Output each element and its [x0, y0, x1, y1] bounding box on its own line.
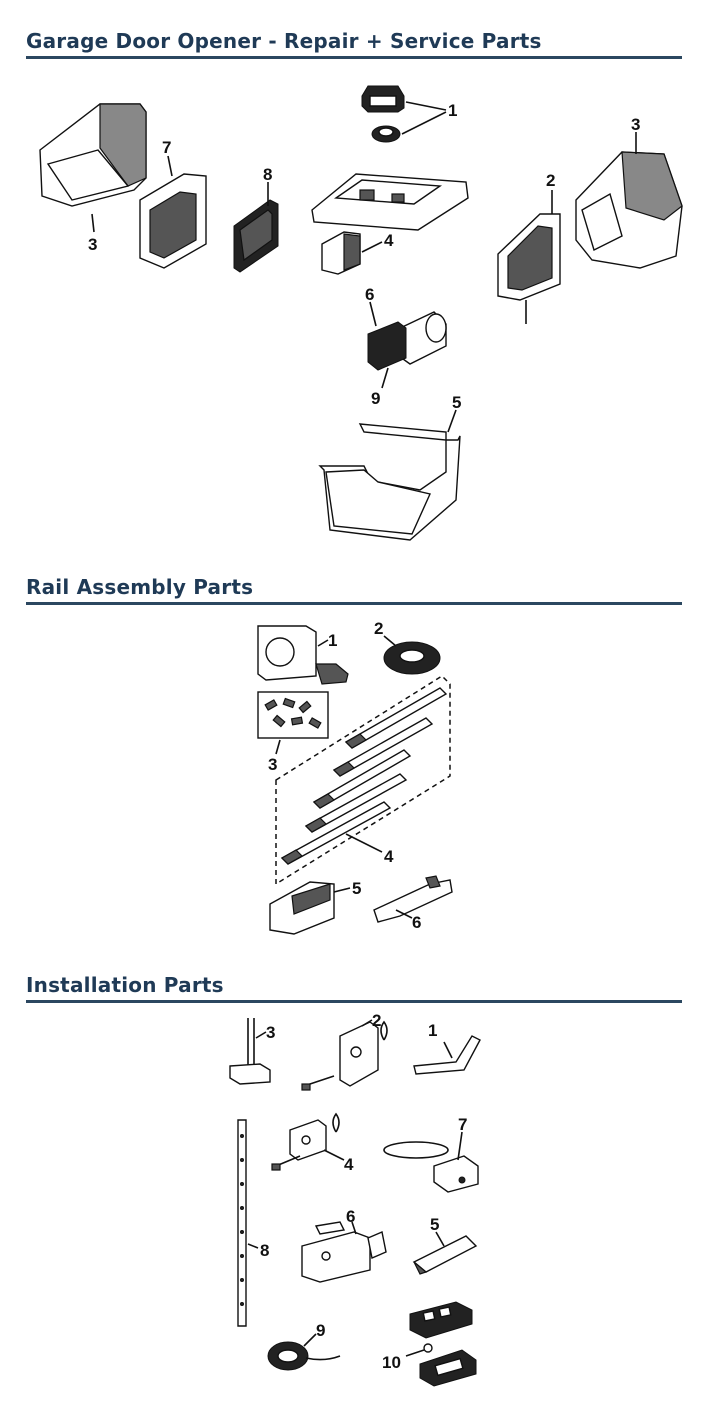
part-emergency-release[interactable] — [229, 1018, 271, 1085]
part-mounting-tray[interactable] — [318, 423, 461, 541]
callout-label: 5 — [430, 1215, 439, 1234]
callout-label: 3 — [631, 115, 640, 134]
callout-label: 3 — [88, 235, 97, 254]
part-hardware-kit[interactable] — [257, 691, 329, 739]
callout-label: 5 — [352, 879, 361, 898]
callout-label: 6 — [365, 285, 374, 304]
part-curved-door-arm[interactable] — [413, 1035, 481, 1075]
callout-label: 2 — [546, 171, 555, 190]
callout-label: 8 — [260, 1241, 269, 1260]
part-safety-sensor[interactable] — [383, 1141, 479, 1193]
part-chassis-plate[interactable] — [311, 173, 469, 231]
rail-parts-diagram: 1 2 3 4 5 — [257, 619, 453, 935]
part-light-cover-right[interactable] — [575, 151, 683, 269]
callout-label: 2 — [374, 619, 383, 638]
section-title-opener-parts: Garage Door Opener - Repair + Service Pa… — [26, 29, 542, 53]
part-logic-board[interactable] — [233, 199, 279, 273]
callout-label: 4 — [384, 231, 394, 250]
part-remote-controls[interactable] — [409, 1301, 477, 1387]
callout-label: 4 — [344, 1155, 354, 1174]
section-divider — [26, 602, 682, 605]
part-header-bracket[interactable] — [301, 1020, 388, 1091]
part-light-cover-left[interactable] — [39, 103, 147, 207]
section-title-installation-parts: Installation Parts — [26, 973, 224, 997]
callout-label: 2 — [372, 1011, 381, 1030]
part-motor[interactable] — [367, 311, 447, 371]
section-title-rail-parts: Rail Assembly Parts — [26, 575, 254, 599]
callout-label: 8 — [263, 165, 272, 184]
callout-label: 9 — [316, 1321, 325, 1340]
callout-label: 5 — [452, 393, 461, 412]
section-divider — [26, 1000, 682, 1003]
part-door-bracket[interactable] — [271, 1112, 340, 1171]
part-perforated-strap[interactable] — [237, 1119, 247, 1327]
part-capacitor[interactable] — [321, 231, 361, 275]
callout-label: 1 — [428, 1021, 437, 1040]
callout-label: 10 — [382, 1353, 401, 1372]
callout-label: 7 — [458, 1115, 467, 1134]
part-sprocket-cover[interactable] — [257, 625, 349, 685]
part-idler-pulley[interactable] — [383, 641, 441, 675]
part-end-panel[interactable] — [139, 173, 207, 269]
part-limit-bracket[interactable] — [497, 213, 561, 324]
part-rail-sections[interactable] — [275, 675, 451, 886]
callout-label: 9 — [371, 389, 380, 408]
callout-label: 4 — [384, 847, 394, 866]
part-gear-assembly[interactable] — [361, 85, 405, 143]
part-trolley[interactable] — [269, 881, 335, 935]
part-door-arm-bracket[interactable] — [373, 875, 453, 923]
section-divider — [26, 56, 682, 59]
callout-label: 1 — [448, 101, 457, 120]
part-wire-spool[interactable] — [267, 1341, 341, 1371]
callout-label: 3 — [266, 1023, 275, 1042]
callout-label: 1 — [328, 631, 337, 650]
part-sensor-bracket[interactable] — [301, 1221, 387, 1283]
callout-label: 6 — [412, 913, 421, 932]
callout-label: 3 — [268, 755, 277, 774]
callout-label: 6 — [346, 1207, 355, 1226]
callout-label: 7 — [162, 138, 171, 157]
part-mounting-wedge[interactable] — [412, 1235, 478, 1275]
opener-parts-diagram: 1 3 7 8 4 2 — [39, 85, 683, 541]
